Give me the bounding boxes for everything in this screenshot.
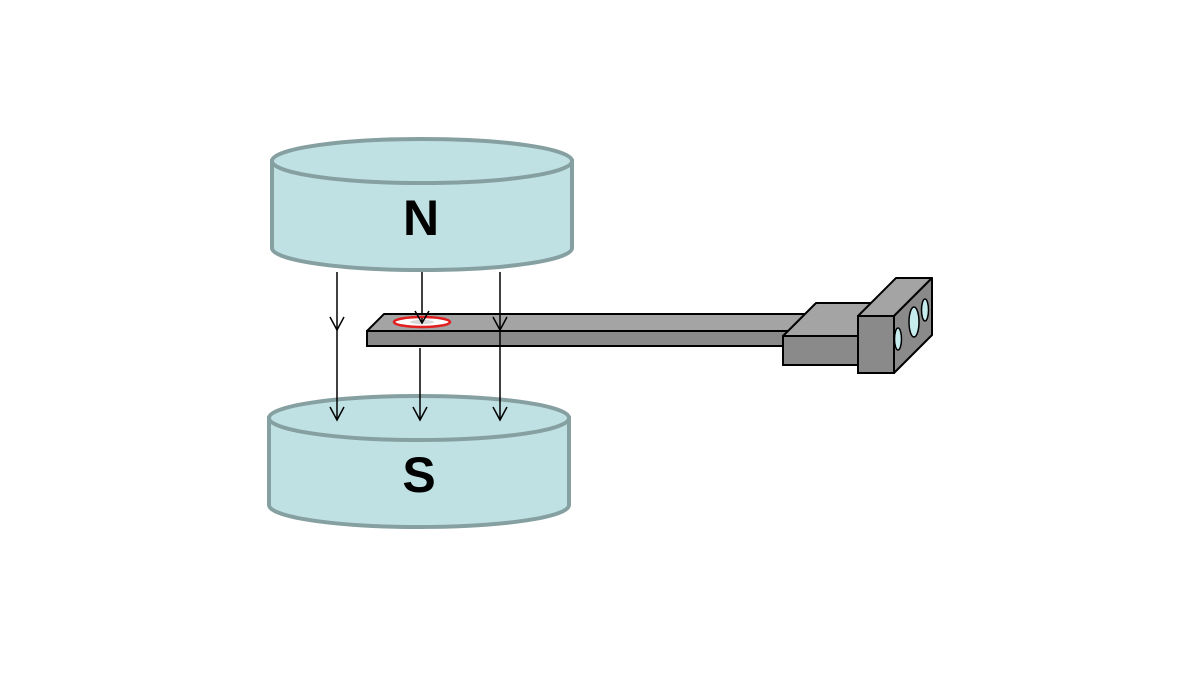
field-line-right-lower-arrowhead xyxy=(492,406,508,422)
field-line-right-probe-arrowhead xyxy=(492,316,508,332)
south-magnet-body xyxy=(267,416,571,529)
probe-arm-front xyxy=(366,330,814,347)
field-line-middle-lower-arrowhead xyxy=(412,406,428,422)
connector-lens-bottom-icon xyxy=(893,327,903,351)
probe-handle-front xyxy=(782,335,859,366)
connector-lens-top-icon xyxy=(920,298,930,322)
north-magnet-body xyxy=(270,159,574,272)
field-lines-lower xyxy=(329,310,508,422)
probe-connector-front xyxy=(857,315,895,374)
north-magnet: N xyxy=(270,137,574,272)
north-magnet-top-face xyxy=(270,137,574,185)
probe-handle xyxy=(782,302,881,366)
south-magnet: S xyxy=(267,394,571,529)
field-line-middle-sensor-arrowhead xyxy=(414,310,430,325)
hall-probe xyxy=(366,277,933,374)
south-pole-label: S xyxy=(402,447,435,503)
connector-lens-large-icon xyxy=(908,306,920,338)
probe-connector xyxy=(857,277,933,374)
north-pole-label: N xyxy=(403,190,439,246)
field-line-left-lower-arrowhead xyxy=(329,406,345,422)
